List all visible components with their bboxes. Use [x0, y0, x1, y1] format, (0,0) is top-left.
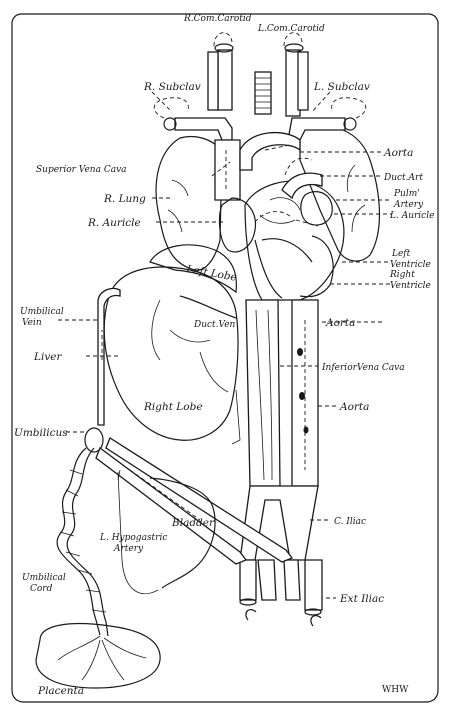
label-umbilical-vein-1: Umbilical [20, 307, 64, 317]
label-aorta-low: Aorta [339, 401, 369, 413]
label-l-auricle: L. Auricle [389, 211, 434, 221]
plate-border [11, 13, 439, 703]
umbilical-cord [56, 447, 101, 636]
label-r-com-carotid: R.Com.Carotid [183, 14, 252, 24]
label-liver: Liver [33, 351, 62, 363]
label-r-auricle: R. Auricle [87, 217, 141, 229]
left-ventricle [299, 235, 334, 298]
umbilical-vein [97, 287, 121, 426]
aortic-arch [239, 131, 301, 171]
label-duct-ven: Duct.Ven [193, 320, 236, 330]
right-lung [155, 135, 223, 271]
label-r-lung: R. Lung [103, 193, 146, 205]
right-ventricle [254, 238, 313, 299]
pulmonary-artery [281, 172, 323, 200]
artist-signature: WHW [382, 685, 409, 695]
left-subclavian [287, 117, 346, 141]
label-placenta: Placenta [37, 685, 84, 697]
label-aorta-top: Aorta [383, 147, 413, 159]
label-pulm-artery-1: Pulm' [393, 189, 420, 199]
label-umbilical-cord-2: Cord [30, 584, 53, 594]
label-l-hypogastric-2: Artery [113, 544, 144, 554]
ductus-venosus [179, 295, 237, 319]
label-umbilicus: Umbilicus [14, 427, 68, 439]
right-auricle [218, 197, 257, 253]
label-r-subclav: R. Subclav [143, 81, 201, 93]
label-pulm-artery-2: Artery [393, 200, 424, 210]
label-bladder: Bladder [171, 517, 215, 529]
label-right-lobe: Right Lobe [143, 401, 203, 413]
umbilicus [84, 427, 104, 453]
label-ext-iliac: Ext Iliac [339, 593, 384, 605]
label-right-ventricle-2: Ventricle [390, 281, 431, 291]
placenta [35, 622, 161, 689]
label-umbilical-cord-1: Umbilical [22, 573, 66, 583]
label-c-iliac: C. Iliac [334, 517, 366, 527]
external-iliac [239, 559, 323, 611]
label-left-lobe: Left Lobe [184, 263, 237, 284]
label-right-ventricle-1: Right [389, 270, 415, 280]
label-inferior-vena-cava: InferiorVena Cava [321, 363, 405, 373]
left-auricle [300, 191, 333, 226]
label-superior-vena-cava: Superior Vena Cava [36, 165, 127, 175]
liver-left-lobe [149, 244, 237, 294]
superior-vena-cava [214, 139, 241, 201]
bladder [149, 477, 216, 589]
hypogastric-artery [95, 446, 248, 565]
right-common-carotid [217, 49, 233, 111]
label-duct-art: Duct.Art [383, 173, 423, 183]
trachea [254, 71, 272, 115]
label-aorta-mid: Aorta [325, 317, 355, 329]
label-left-ventricle-1: Left [391, 249, 411, 259]
label-l-hypogastric-1: L. Hypogastric [99, 533, 167, 543]
left-lung [299, 124, 381, 262]
ductus-arteriosus [284, 157, 313, 176]
label-l-com-carotid: L.Com.Carotid [257, 24, 325, 34]
label-l-subclav: L. Subclav [313, 81, 370, 93]
label-umbilical-vein-2: Vein [22, 318, 42, 328]
liver [103, 266, 239, 441]
label-left-ventricle-2: Ventricle [390, 260, 431, 270]
